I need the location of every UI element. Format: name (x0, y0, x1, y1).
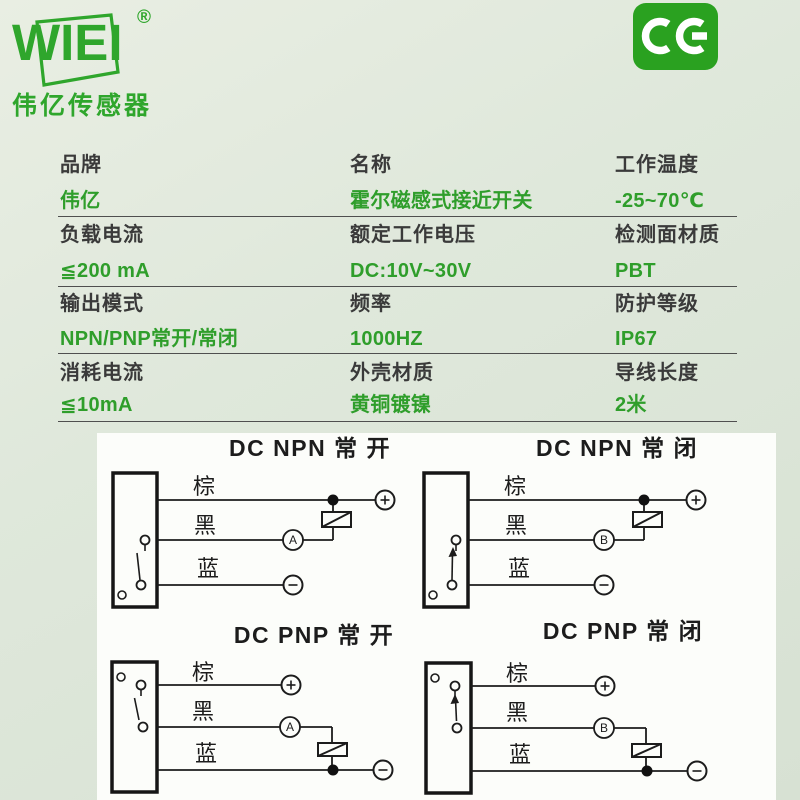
load-icon (317, 742, 348, 757)
logo-subtitle: 伟亿传感器 (12, 92, 153, 120)
logo-wordmark: WIEI (12, 14, 123, 71)
spec-label: 名称 (350, 154, 392, 176)
switch-icon (136, 552, 141, 581)
spec-value: 黄铜镀镍 (350, 394, 432, 416)
spec-label: 外壳材质 (350, 362, 434, 384)
load-icon (632, 511, 663, 528)
diagram-title: DC PNP 常 闭 (543, 618, 703, 644)
wire-label-brown: 棕 (506, 662, 528, 687)
spec-value: PBT (615, 260, 656, 282)
logo-frame-icon (35, 13, 120, 87)
output-letter: B (600, 721, 608, 735)
output-letter: A (289, 533, 297, 547)
wire-label-black: 黑 (192, 700, 214, 725)
spec-value: 伟亿 (60, 190, 101, 212)
wire-label-black: 黑 (505, 514, 527, 539)
output-letter: B (600, 533, 608, 547)
switch-contact-icon (446, 579, 458, 591)
spec-label: 检测面材质 (615, 224, 720, 246)
spec-value: 霍尔磁感式接近开关 (350, 190, 533, 212)
spec-label: 输出模式 (60, 293, 144, 315)
junction-dot (641, 765, 653, 777)
wire-label-brown: 棕 (504, 475, 526, 500)
spec-label: 品牌 (60, 154, 102, 176)
switch-arrow-icon (450, 694, 459, 704)
switch-contact-icon (450, 534, 462, 546)
spec-value: ≦10mA (60, 394, 133, 416)
brand-logo: WIEI ® 伟亿传感器 (0, 0, 260, 130)
wire-label-blue: 蓝 (197, 557, 219, 582)
spec-label: 负载电流 (60, 224, 144, 246)
wire-label-black: 黑 (194, 514, 216, 539)
switch-arrow-icon (448, 547, 457, 557)
sensor-body (110, 660, 159, 794)
output-letter: A (286, 720, 294, 734)
wiring-diagram-dc-npn-normally-open: DC NPN 常 开 A 棕黑蓝 (111, 435, 396, 609)
spec-value: -25~70℃ (615, 190, 705, 212)
wiring-diagram-dc-pnp-normally-open: DC PNP 常 开 A 棕黑蓝 (110, 622, 394, 794)
switch-icon (133, 697, 140, 721)
wire-label-blue: 蓝 (509, 743, 531, 768)
spec-value: DC:10V~30V (350, 260, 472, 282)
table-divider (58, 286, 737, 287)
indicator-circle-icon (430, 673, 440, 683)
spec-label: 工作温度 (615, 154, 699, 176)
spec-value: NPN/PNP常开/常闭 (60, 328, 239, 350)
table-divider (58, 421, 737, 422)
switch-contact-icon (139, 534, 151, 546)
wire-label-blue: 蓝 (195, 742, 217, 767)
load-icon (321, 511, 352, 528)
spec-label: 防护等级 (615, 293, 699, 315)
wiring-diagram-dc-npn-normally-closed: DC NPN 常 闭 B 棕黑蓝 (422, 435, 707, 609)
switch-contact-icon (451, 722, 463, 734)
wire-label-blue: 蓝 (508, 557, 530, 582)
spec-label: 额定工作电压 (350, 224, 476, 246)
indicator-circle-icon (116, 672, 126, 682)
table-divider (58, 216, 737, 217)
ce-mark-icon (641, 17, 707, 55)
switch-contact-icon (135, 679, 147, 691)
ce-mark-badge (633, 3, 718, 70)
spec-label: 消耗电流 (60, 362, 144, 384)
indicator-circle-icon (117, 590, 127, 600)
diagram-title: DC NPN 常 开 (229, 435, 391, 461)
junction-dot (327, 764, 339, 776)
wiring-diagram-dc-pnp-normally-closed: DC PNP 常 闭 B 棕黑蓝 (424, 618, 708, 795)
sensor-body (424, 661, 473, 795)
indicator-circle-icon (428, 590, 438, 600)
spec-value: ≦200 mA (60, 260, 151, 282)
switch-contact-icon (137, 721, 149, 733)
load-icon (631, 743, 662, 758)
spec-label: 导线长度 (615, 362, 699, 384)
switch-contact-icon (449, 680, 461, 692)
spec-label: 频率 (350, 293, 392, 315)
wire-label-brown: 棕 (193, 475, 215, 500)
spec-value: 1000HZ (350, 328, 423, 350)
table-divider (58, 353, 737, 354)
diagram-title: DC PNP 常 开 (234, 622, 394, 648)
wire-label-black: 黑 (506, 701, 528, 726)
spec-value: 2米 (615, 394, 647, 416)
diagram-title: DC NPN 常 闭 (536, 435, 698, 461)
wire-label-brown: 棕 (192, 661, 214, 686)
spec-value: IP67 (615, 328, 658, 350)
junction-dot (327, 494, 339, 506)
junction-dot (638, 494, 650, 506)
registered-trademark-icon: ® (137, 7, 151, 28)
switch-icon (451, 552, 454, 581)
switch-contact-icon (135, 579, 147, 591)
